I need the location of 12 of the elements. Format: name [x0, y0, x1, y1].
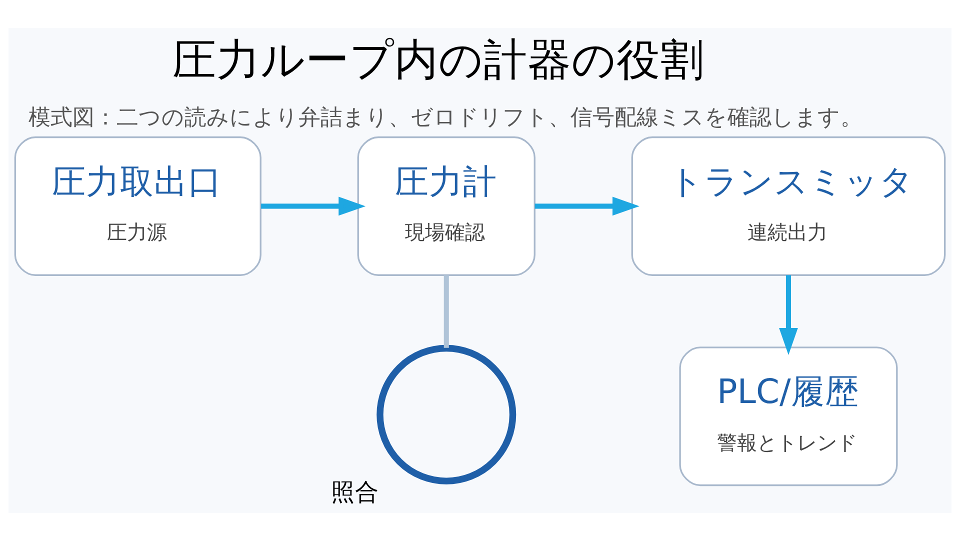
node-circle — [376, 344, 516, 484]
node-box: 圧力取出口 圧力源 — [14, 136, 262, 276]
node-box: PLC/履歴 警報とトレンド — [679, 346, 898, 486]
arrow — [534, 196, 640, 216]
caption: 模式図：二つの読みにより弁詰まり、ゼロドリフト、信号配線ミスを確認します。 — [28, 104, 863, 130]
node-box: 圧力計 現場確認 — [357, 136, 536, 276]
node-box: トランスミッタ 連続出力 — [631, 136, 946, 276]
arrow — [261, 196, 366, 216]
diagram-title: 圧力ループ内の計器の役割 — [172, 34, 704, 86]
arrow — [779, 274, 798, 355]
connector — [444, 274, 449, 348]
node-label: 照合 — [331, 477, 380, 506]
